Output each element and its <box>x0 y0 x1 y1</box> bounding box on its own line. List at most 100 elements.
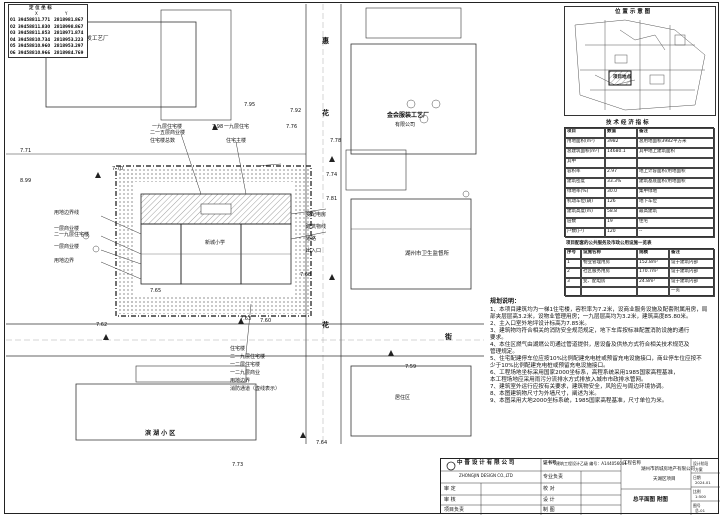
indicator-cell: 其中 <box>565 158 605 168</box>
indicator-cell: -- <box>637 228 715 238</box>
coord-col-y: Y <box>65 11 68 16</box>
coord-cell-y: 2818981.867 <box>54 17 84 22</box>
note-line: 1、本项目建筑均为一梯1住宅楼，容积率为7.2米，设商业服务设施及配套附属用房，… <box>490 307 708 313</box>
note-line: 管理规定。 <box>490 349 518 355</box>
coord-cell-x: 39458811.853 <box>18 30 51 35</box>
indicator-cell <box>637 158 715 168</box>
south-road-letter-2: 街 <box>445 333 452 341</box>
elevation-label: 7.71 <box>20 148 32 154</box>
coord-col-x: X <box>35 11 38 16</box>
coord-cell-id: 03 <box>10 30 16 35</box>
elevation-label: 7.78 <box>330 138 342 144</box>
callout: 用地边界 <box>230 378 251 384</box>
note-line: 部夹层层高3.2米，设物业管理用房；一九层层高均为3.2米，建筑高度85.80米… <box>490 314 692 320</box>
project-label: 工程名称 <box>623 461 641 466</box>
elevation-label: 7.73 <box>232 462 244 468</box>
school-label: 新城小学 <box>205 240 226 246</box>
coord-cell-x: 39458810.734 <box>18 36 51 42</box>
callout: 一二九层商业 <box>230 370 261 376</box>
facility-cell <box>565 287 581 297</box>
note-line: 4、本住区燃气由湖燃公司通过管道提供，居设备及供热方式符合相关技术规范及 <box>490 342 690 348</box>
designer-company: 中 晋 设 计 有 限 公 司 <box>457 460 515 466</box>
location-map: 位 置 示 意 图 项目地点 <box>564 6 716 116</box>
indicator-cell: 容积率 <box>565 168 605 178</box>
callout: 用地边界 <box>54 258 75 264</box>
coord-cell-y: 2818998.867 <box>54 23 84 29</box>
facility-cell: 2 <box>565 268 581 278</box>
elevation-label: 7.76 <box>286 124 298 130</box>
indicator-cell: 用地面积(m²) <box>565 138 605 148</box>
indicator-cell: 33.3% <box>605 178 637 188</box>
callout: 二一九层住宅楼 <box>54 232 90 238</box>
drawing-frame <box>4 2 719 514</box>
elevation-label: 7.70 <box>112 166 124 172</box>
elevation-label: 7.98 <box>212 124 224 130</box>
callout: 一九层住宅 <box>224 124 250 130</box>
date-value: 2024.01 <box>695 480 711 485</box>
indicator-cell: 集中绿地 <box>637 188 715 198</box>
callout: 用地边界线 <box>54 210 80 216</box>
elevation-label: 7.68 <box>300 272 312 278</box>
elevation-label: 7.60 <box>260 318 272 324</box>
note-line: 9、本图采用大地2000坐标系统，1985国家高程基准，尺寸单位为米。 <box>490 398 668 404</box>
indicator-cell: 机动车位(辆) <box>565 198 605 208</box>
scale-label: 比例 <box>693 489 701 494</box>
coord-cell-x: 39458811.830 <box>18 23 51 29</box>
planning-notes: 规划说明： 1、本项目建筑均为一梯1住宅楼，容积率为7.2米，设商业服务设施及配… <box>490 298 714 448</box>
coord-cell-id: 02 <box>10 23 16 29</box>
site-boundary <box>115 165 312 317</box>
factory-ne-label: 金会服装工艺厂 <box>387 112 430 119</box>
cert-label: 证书号 <box>543 461 557 466</box>
coord-cell-y: 2818984.769 <box>54 49 84 55</box>
indicator-cell: 14680.1 <box>605 148 637 158</box>
coord-cell-x: 39458811.771 <box>18 17 51 22</box>
note-line: 2、主入口室外地坪设计标高为7.85米。 <box>490 321 590 327</box>
facility-cell: 变、配电房 <box>581 277 637 288</box>
callout: 建筑物线 <box>306 224 327 230</box>
note-line: 7、建筑室外运行应按有关要求，建筑物安全，风险应与周边环境协调。 <box>490 384 667 390</box>
callout: 一二层住宅楼 <box>230 362 261 368</box>
facility-cell: 一览 <box>669 287 715 297</box>
elevation-label: 7.92 <box>290 108 302 114</box>
indicator-cell: 126 <box>605 198 637 208</box>
callout: 二一五层商业楼 <box>150 130 186 136</box>
facility-header-cell: 序号 <box>565 249 581 259</box>
indicator-cell: 其中地上建筑面积 <box>637 148 715 158</box>
indicator-cell: 地上计容面积/用地面积 <box>637 168 715 178</box>
approved-label: 审 定 <box>444 486 456 492</box>
callout: 一层商业楼 <box>54 226 80 232</box>
title-block: 中 晋 设 计 有 限 公 司 ZHONGJIN DESIGN CO.,LTD … <box>440 458 720 515</box>
indicator-cell: 绿地率(%) <box>565 188 605 198</box>
coord-cell-y: 2818971.874 <box>54 30 84 35</box>
indicator-header-cell: 项目 <box>565 128 605 138</box>
indicator-cell: 2.97 <box>605 168 637 178</box>
site-plan <box>6 4 484 444</box>
indicator-cell: 总用地面积3982平方米 <box>637 138 715 148</box>
indicator-cell: 总建筑面积(m²) <box>565 148 605 158</box>
coord-cell-id: 06 <box>10 49 16 55</box>
south-building-label: 居住区 <box>395 395 411 401</box>
title-block-grid <box>441 459 720 515</box>
callout: 变配电房 <box>306 212 327 218</box>
cert-value: 建筑工程设计乙级 编号：A144056001 <box>556 461 627 466</box>
indicator-header-cell: 备注 <box>637 128 715 138</box>
indicator-cell: 层数 <box>565 218 605 228</box>
indicator-cell: 建筑基底面积/用地面积 <box>637 178 715 188</box>
note-line: 6、工程场地坐标采用国家2000坐标系，高程系统采用1985国家高程基准， <box>490 370 679 376</box>
note-line: 本工程场地应采用雨污分流排水方式排放入城市市政排水管网。 <box>490 377 647 383</box>
facility-cell: 物业管理用房 <box>581 258 637 269</box>
date-label: 日期 <box>693 475 701 480</box>
south-building <box>75 383 257 441</box>
coord-cell-y: 2818953.223 <box>54 36 84 42</box>
factory-nw-outline <box>45 21 197 108</box>
elevation-label: 7.64 <box>316 440 328 446</box>
indicator-cell: 58.8 <box>605 208 637 218</box>
facility-cell: 设于建筑内部 <box>669 277 715 288</box>
location-map-title: 位 置 示 意 图 <box>615 9 651 15</box>
facility-cell: 设于建筑内部 <box>669 258 715 269</box>
facility-table-title: 项目配套的公共服务及市政公用设施一览表 <box>566 241 652 246</box>
callout: 出入口 <box>306 248 322 254</box>
road-letter-2: 花 <box>322 109 329 117</box>
callout: 住宅楼 <box>230 346 246 352</box>
